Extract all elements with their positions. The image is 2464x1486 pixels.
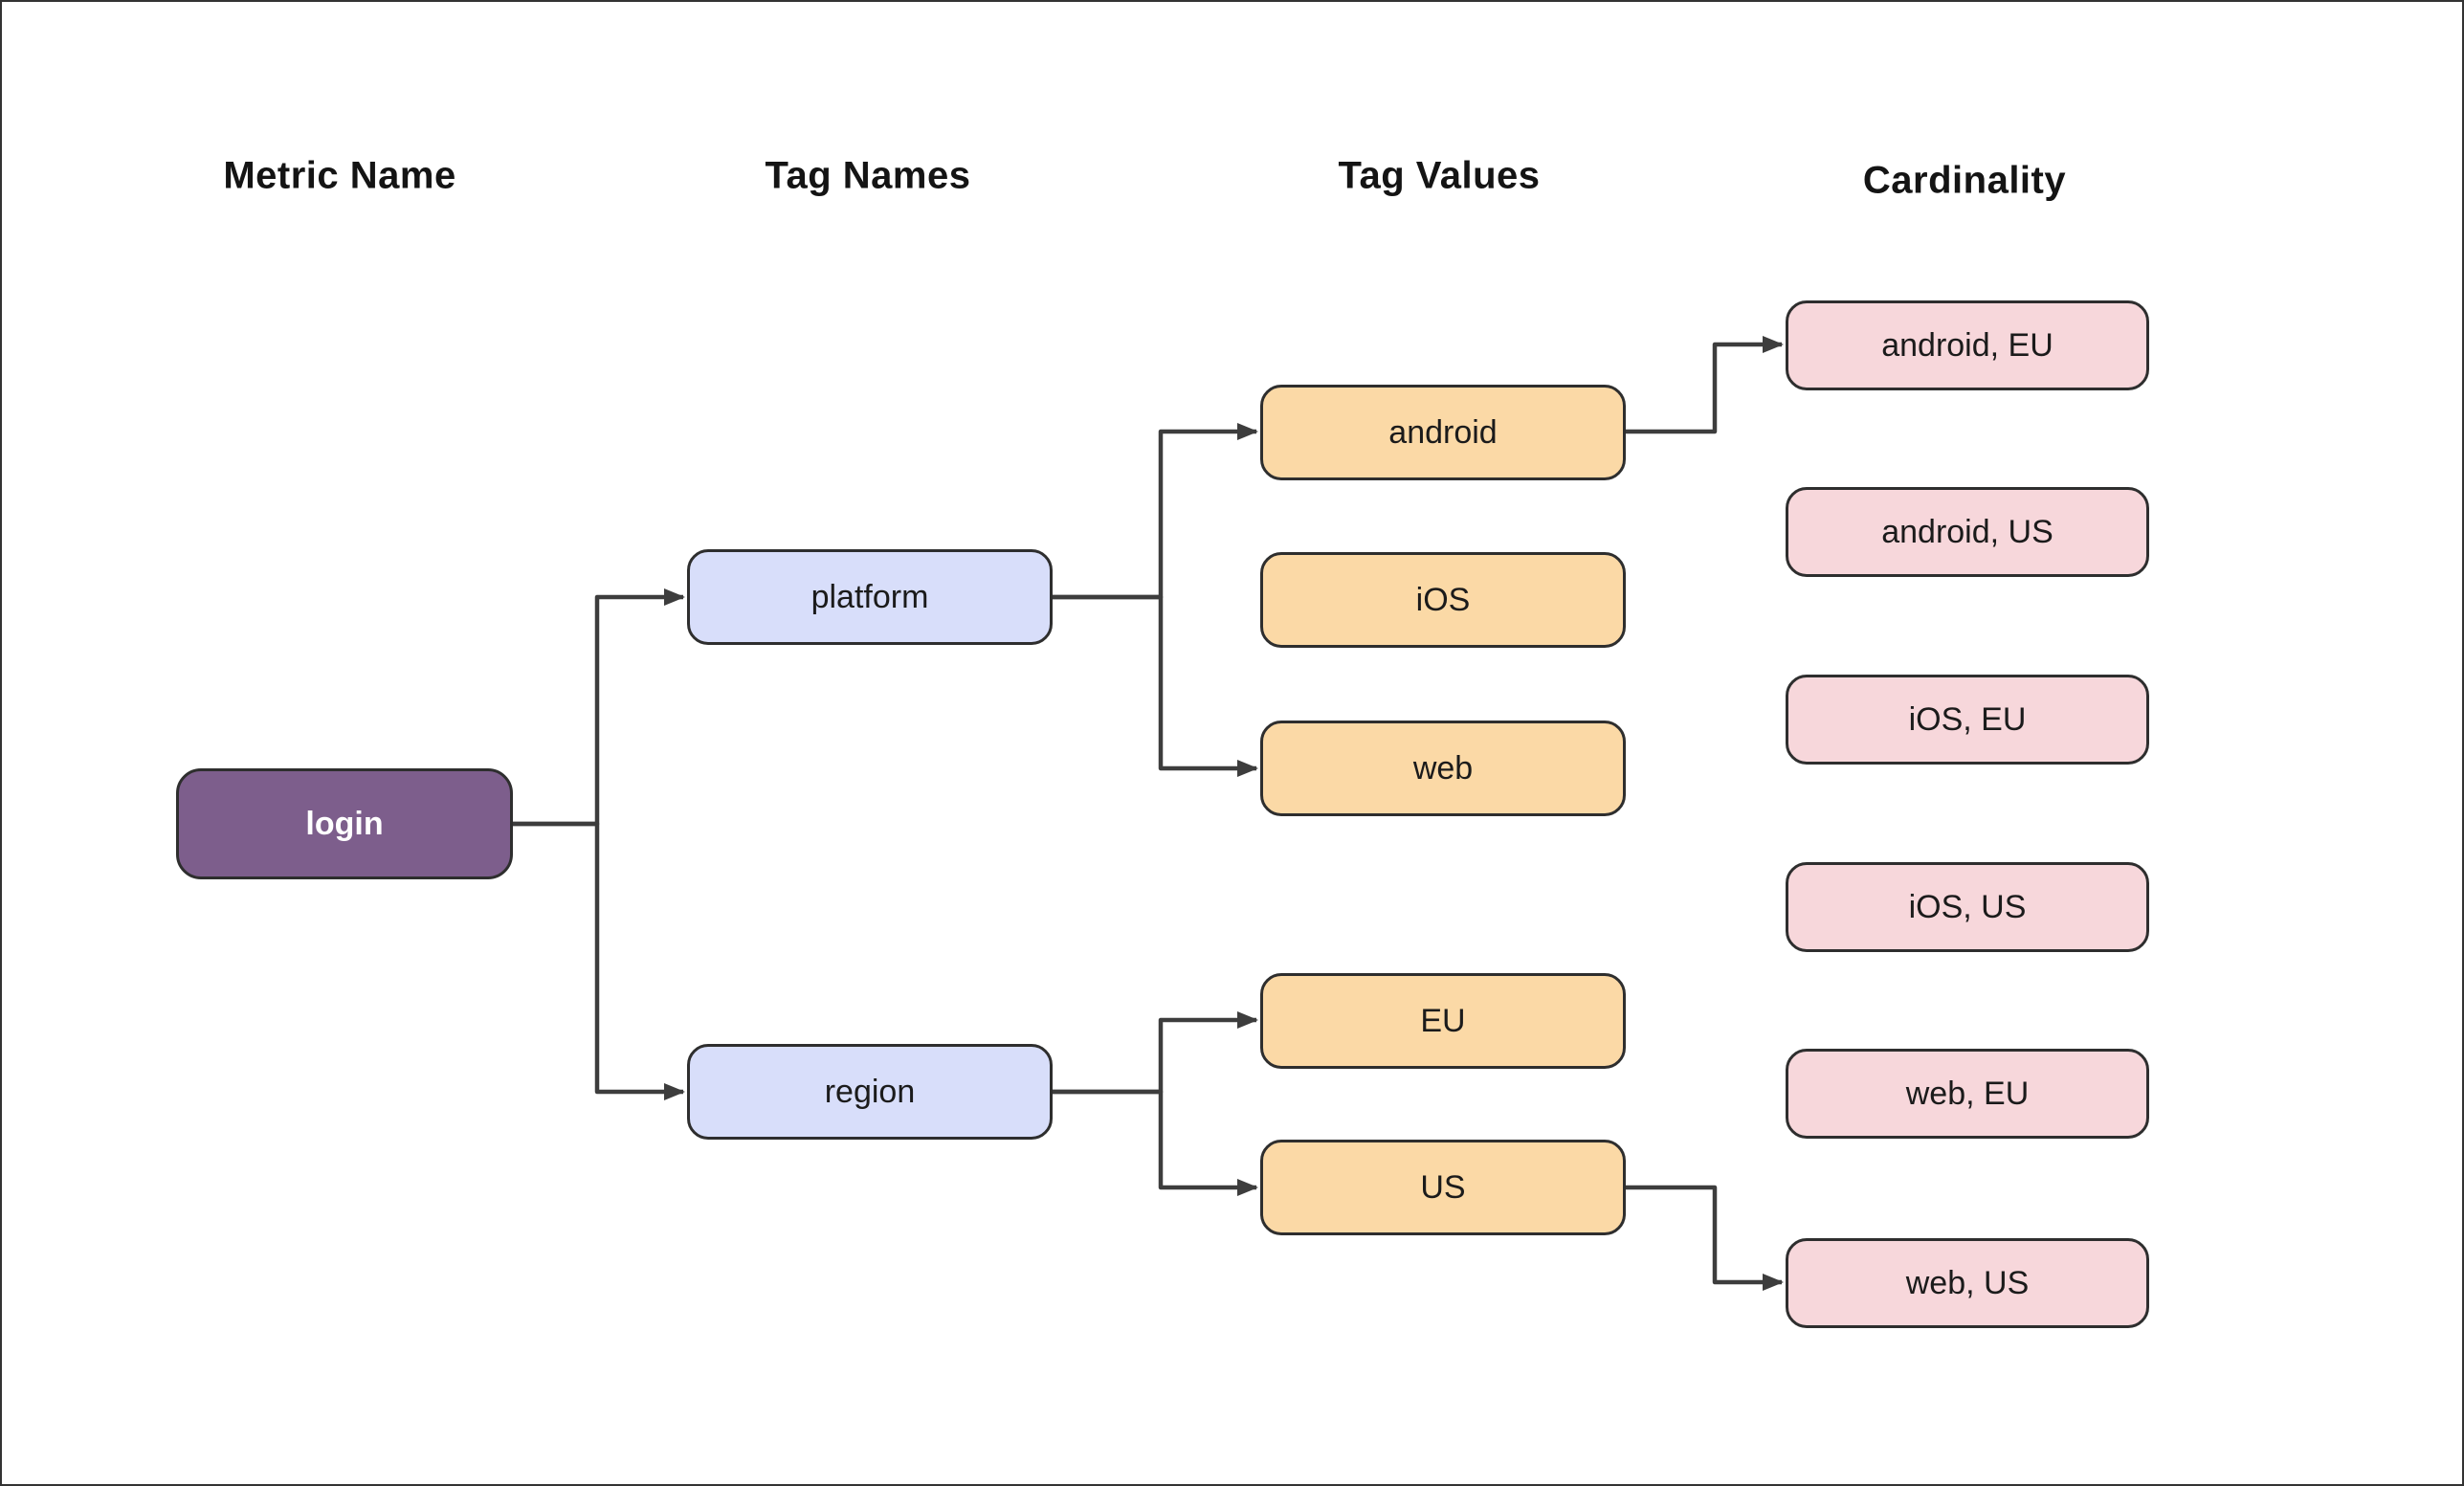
edge-region-to-eu <box>1053 1011 1258 1095</box>
tag-name-node-platform: platform <box>687 549 1053 645</box>
edge-login-to-region <box>513 821 685 1100</box>
tag-value-node-android: android <box>1260 385 1626 480</box>
metric-node-login: login <box>176 768 513 879</box>
cardinality-node-web-eu: web, EU <box>1786 1049 2149 1139</box>
tag-values-header: Tag Values <box>1338 154 1541 197</box>
tag-name-node-region: region <box>687 1044 1053 1140</box>
edge-login-to-platform <box>513 588 685 827</box>
tag-names-header: Tag Names <box>765 154 971 197</box>
cardinality-node-android-eu: android, EU <box>1786 300 2149 390</box>
cardinality-node-ios-eu: iOS, EU <box>1786 675 2149 765</box>
cardinality-node-android-us: android, US <box>1786 487 2149 577</box>
cardinality-node-web-us: web, US <box>1786 1238 2149 1328</box>
tag-value-node-eu: EU <box>1260 973 1626 1069</box>
tag-value-node-ios: iOS <box>1260 552 1626 648</box>
edge-platform-to-android <box>1053 423 1258 600</box>
tag-value-node-us: US <box>1260 1140 1626 1235</box>
cardinality-node-ios-us: iOS, US <box>1786 862 2149 952</box>
cardinality-header: Cardinality <box>1862 159 2067 202</box>
edge-android-to-android-eu <box>1625 336 1784 434</box>
edge-region-to-us <box>1053 1089 1258 1196</box>
edge-platform-to-web <box>1053 594 1258 777</box>
tag-value-node-web: web <box>1260 721 1626 816</box>
edge-us-to-web-us <box>1625 1185 1784 1291</box>
metric-name-header: Metric Name <box>223 154 456 197</box>
